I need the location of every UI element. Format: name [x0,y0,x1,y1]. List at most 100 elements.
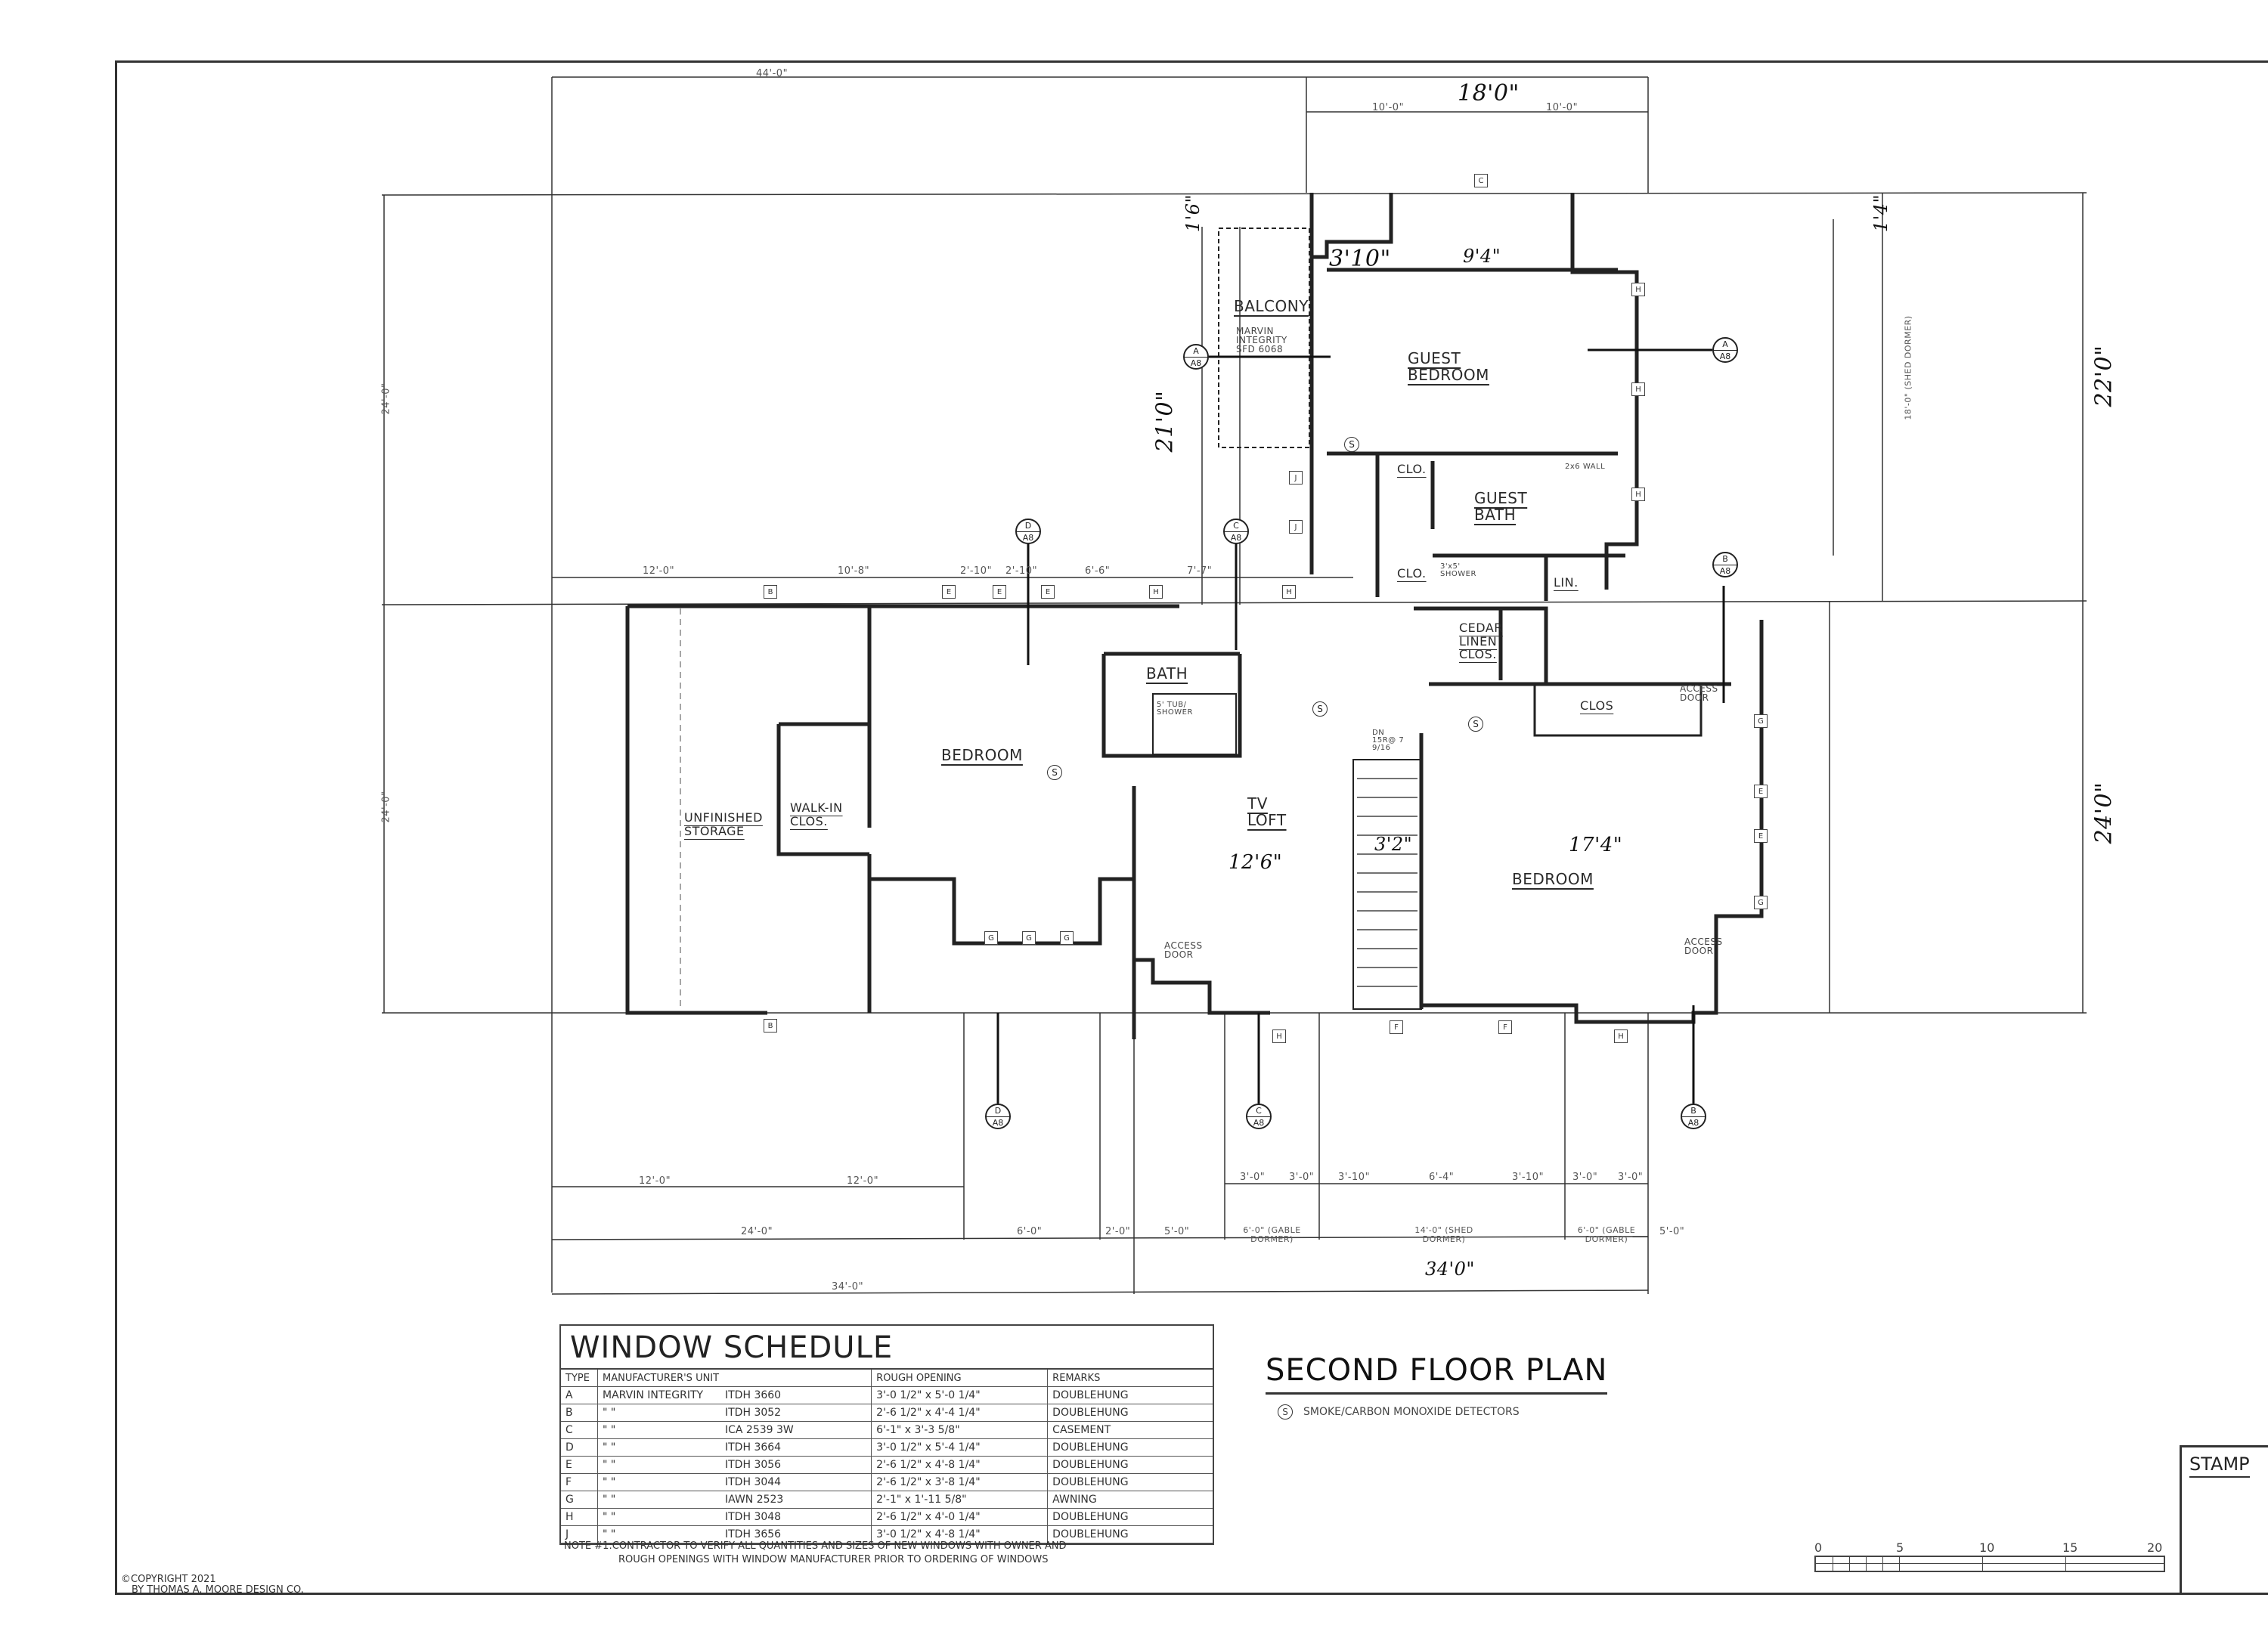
dim-bottom-6-4: 6'-4" [1429,1172,1455,1183]
window-tag-h: H [1282,585,1296,599]
room-label-bedroom-west: BEDROOM [941,746,1023,764]
room-label-walk-in-closet: WALK-IN CLOS. [790,800,843,828]
room-label-cedar-linen-closet: CEDAR LINEN CLOS. [1459,621,1503,662]
window-tag-g: G [1754,896,1768,909]
dim-bottom-3b: 3'-0" [1289,1172,1315,1183]
window-schedule-note: NOTE #1:CONTRACTOR TO VERIFY ALL QUANTIT… [564,1540,1067,1566]
dim-left-vertical: 21'0" [1151,390,1179,453]
dim-bottom-3-10a: 3'-10" [1338,1172,1371,1183]
room-label-closet-guest-lower: CLO. [1397,566,1427,581]
dim-top-44: 44'-0" [756,68,789,79]
dim-right-shed-dormer: 18'-0" (SHED DORMER) [1903,315,1913,420]
col-remarks: REMARKS [1047,1370,1213,1387]
col-manufacturer-unit: MANUFACTURER'S UNIT [597,1370,872,1387]
col-rough-opening: ROUGH OPENING [871,1370,1048,1387]
window-tag-h: H [1631,283,1645,296]
dim-top-overall: 18'0" [1458,80,1520,107]
dim-top-offset: 1'6" [1182,194,1204,233]
dim-right-offset: 1'4" [1870,194,1892,233]
dim-left-24a: 24'-0" [380,382,392,415]
dim-bottom-5a: 5'-0" [1164,1226,1190,1237]
smoke-detector-icon: S [1278,1404,1293,1420]
room-label-guest-bath: GUEST BATH [1474,489,1528,524]
dim-top-10a: 10'-0" [1372,102,1405,113]
smoke-detector-icon: S [1344,437,1359,452]
smoke-detector-icon: S [1047,765,1062,780]
dim-chain-7-7: 7'-7" [1187,565,1213,577]
access-door-note-loft: ACCESS DOOR [1164,940,1203,960]
stamp-box: STAMP [2180,1445,2268,1593]
window-tag-j: J [1289,520,1303,534]
dim-bottom-2: 2'-0" [1105,1226,1131,1237]
room-label-guest-bedroom: GUEST BEDROOM [1408,349,1489,384]
window-schedule-title: WINDOW SCHEDULE [561,1326,1213,1370]
dim-bottom-12a: 12'-0" [639,1175,671,1187]
legend-label: SMOKE/CARBON MONOXIDE DETECTORS [1303,1406,1520,1418]
window-tag-g: G [1060,931,1074,945]
shower-note: 3'x5' SHOWER [1440,562,1476,578]
window-tag-b: B [764,1019,777,1033]
dim-chain-12: 12'-0" [643,565,675,577]
window-tag-c: C [1474,174,1488,187]
balcony-door-note: MARVIN INTEGRITY SFD 6068 [1236,326,1287,354]
tub-note: 5' TUB/ SHOWER [1157,701,1193,717]
dim-right-upper: 22'0" [2090,345,2118,407]
room-label-closet-guest-upper: CLO. [1397,462,1427,476]
copyright-icon: © [121,1574,131,1585]
room-label-linen: LIN. [1554,575,1579,590]
dim-left-24b: 24'-0" [380,791,392,823]
room-label-closet-east: CLOS [1580,698,1614,713]
dim-right-lower: 24'0" [2090,782,2118,844]
dim-bottom-34: 34'-0" [832,1281,864,1293]
dim-chain-6-6: 6'-6" [1085,565,1111,577]
window-tag-g: G [1022,931,1036,945]
dim-chain-2-10a: 2'-10" [960,565,993,577]
drawing-border [115,60,2268,1595]
room-label-bedroom-east: BEDROOM [1512,870,1594,888]
smoke-detector-icon: S [1468,717,1483,732]
window-tag-h: H [1272,1029,1286,1043]
window-tag-h: H [1149,585,1163,599]
smoke-detector-icon: S [1312,701,1328,717]
window-schedule: WINDOW SCHEDULE TYPE MANUFACTURER'S UNIT… [559,1324,1214,1545]
room-label-unfinished-storage: UNFINISHED STORAGE [684,810,763,838]
room-label-balcony: BALCONY [1234,297,1309,315]
window-tag-h: H [1614,1029,1628,1043]
window-tag-e: E [1754,785,1768,798]
stamp-label: STAMP [2189,1454,2250,1478]
dim-bottom-5b: 5'-0" [1659,1226,1685,1237]
dim-guest-width: 9'4" [1463,246,1501,267]
copyright: ©COPYRIGHT 2021 BY THOMAS A. MOORE DESIG… [121,1574,304,1596]
dim-bottom-3a: 3'-0" [1240,1172,1266,1183]
dim-stair-width: 3'2" [1374,834,1413,855]
dim-bottom-3d: 3'-0" [1618,1172,1644,1183]
window-tag-e: E [993,585,1006,599]
dim-bottom-3-10b: 3'-10" [1512,1172,1545,1183]
window-tag-f: F [1390,1020,1403,1034]
dim-chain-10-8: 10'-8" [838,565,870,577]
window-tag-h: H [1631,382,1645,396]
graphic-scale-bar: 0 5 10 15 20 [1814,1540,2165,1572]
dim-bottom-3c: 3'-0" [1572,1172,1598,1183]
window-tag-f: F [1498,1020,1512,1034]
plan-title: SECOND FLOOR PLAN [1266,1353,1608,1395]
window-schedule-table: TYPE MANUFACTURER'S UNIT ROUGH OPENING R… [561,1370,1213,1543]
window-tag-j: J [1289,471,1303,485]
access-door-note-closet: ACCESS DOOR [1680,683,1718,703]
dim-bottom-24: 24'-0" [741,1226,773,1237]
dim-top-10b: 10'-0" [1546,102,1579,113]
dim-bottom-overall: 34'0" [1425,1259,1475,1280]
dim-bottom-12b: 12'-0" [847,1175,879,1187]
